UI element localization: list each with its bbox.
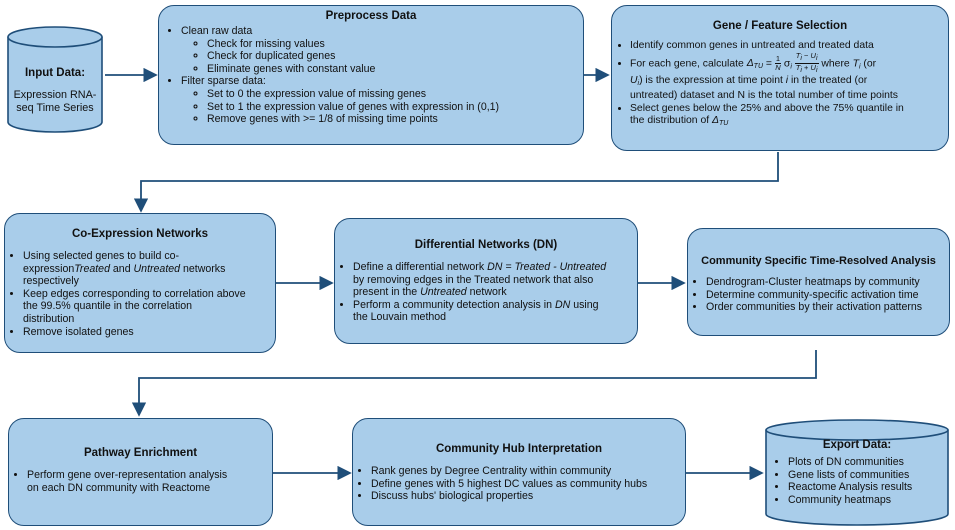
diff-bullet-2: Perform a community detection analysis i… [353, 299, 637, 324]
community-item: Determine community-specific activation … [706, 289, 949, 302]
hub-item: Discuss hubs' biological properties [371, 490, 685, 503]
community-title: Community Specific Time-Resolved Analysi… [701, 255, 936, 267]
clean-item: Check for duplicated genes [207, 50, 583, 63]
preprocess-title: Preprocess Data [325, 10, 417, 22]
filter-item: Set to 1 the expression value of genes w… [207, 101, 583, 114]
pathway-enrichment-box: Pathway Enrichment Perform gene over-rep… [8, 418, 273, 526]
gene-bullet-1: Identify common genes in untreated and t… [630, 40, 948, 52]
cylinder-shape [7, 26, 103, 133]
hub-title: Community Hub Interpretation [435, 443, 603, 455]
preprocess-filter: Filter sparse data: Set to 0 the express… [181, 75, 583, 125]
export-item: Gene lists of communities [788, 469, 912, 482]
clean-item: Eliminate genes with constant value [207, 63, 583, 76]
coexp-bullet-3: Remove isolated genes [23, 326, 275, 339]
filter-item: Remove genes with >= 1/8 of missing time… [207, 113, 583, 126]
gene-title: Gene / Feature Selection [712, 20, 848, 32]
export-item: Community heatmaps [788, 494, 912, 507]
coexp-bullet-1: Using selected genes to build co-express… [23, 250, 275, 288]
input-data-cylinder: Input Data: Expression RNA- seq Time Ser… [6, 25, 104, 135]
arrow-community-to-pathway [131, 350, 817, 417]
community-item: Order communities by their activation pa… [706, 301, 949, 314]
preprocess-box: Preprocess Data Clean raw data Check for… [158, 5, 584, 145]
coexp-title: Co-Expression Networks [71, 228, 209, 240]
community-analysis-box: Community Specific Time-Resolved Analysi… [687, 228, 950, 336]
gene-bullet-3: Select genes below the 25% and above the… [630, 103, 948, 130]
diff-bullet-1: Define a differential network DN = Treat… [353, 261, 637, 299]
diff-title: Differential Networks (DN) [414, 239, 558, 251]
community-item: Dendrogram-Cluster heatmaps by community [706, 276, 949, 289]
gene-selection-box: Gene / Feature Selection Identify common… [611, 5, 949, 151]
export-data-cylinder: Export Data: Plots of DN communities Gen… [764, 418, 950, 528]
export-item: Reactome Analysis results [788, 481, 912, 494]
gene-bullet-2: For each gene, calculate ΔTU = 1N σi Ti … [630, 52, 948, 102]
input-line-1: Expression RNA- [13, 89, 97, 101]
clean-item: Check for missing values [207, 38, 583, 51]
community-hub-box: Community Hub Interpretation Rank genes … [352, 418, 686, 526]
filter-item: Set to 0 the expression value of missing… [207, 88, 583, 101]
pathway-bullet: Perform gene over-representation analysi… [27, 469, 272, 494]
differential-network-box: Differential Networks (DN) Define a diff… [334, 218, 638, 344]
coexpression-box: Co-Expression Networks Using selected ge… [4, 213, 276, 353]
coexp-bullet-2: Keep edges corresponding to correlation … [23, 288, 275, 326]
arrow-gene-to-coexp [133, 152, 779, 213]
hub-item: Define genes with 5 highest DC values as… [371, 478, 685, 491]
input-line-2: seq Time Series [16, 102, 94, 114]
export-title: Export Data: [822, 439, 892, 451]
pathway-title: Pathway Enrichment [83, 447, 198, 459]
export-item: Plots of DN communities [788, 456, 912, 469]
preprocess-clean: Clean raw data Check for missing values … [181, 25, 583, 75]
hub-item: Rank genes by Degree Centrality within c… [371, 465, 685, 478]
input-title: Input Data: [24, 67, 86, 79]
cylinder-shape [765, 419, 949, 526]
